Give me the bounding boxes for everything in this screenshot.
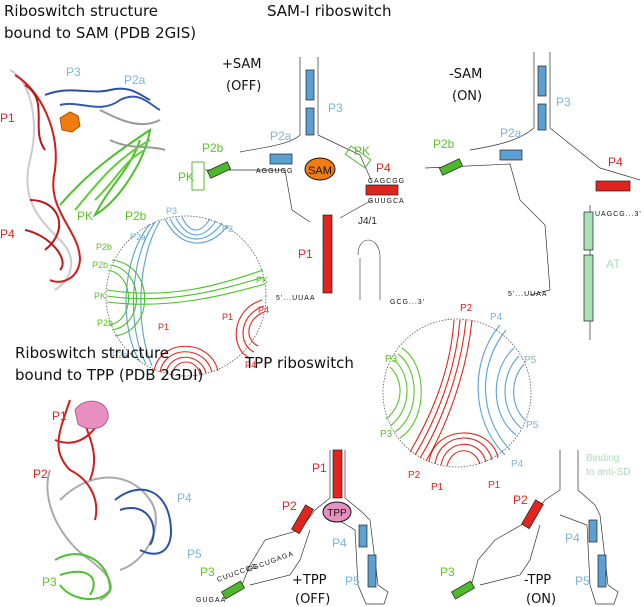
- plus-sam-status: (OFF): [226, 79, 261, 94]
- seq-uagcg: UAGCG...3': [595, 211, 642, 218]
- minus-sam-p4: P4: [608, 155, 623, 169]
- sam-diagram-title: SAM-I riboswitch: [267, 2, 392, 20]
- plus-sam-p1: P1: [298, 247, 313, 261]
- plus-tpp-p4: P4: [332, 536, 347, 550]
- seq-5prime-minus: 5'...UUAA: [508, 291, 548, 298]
- sam-arc-p4-upper: P4: [258, 305, 269, 315]
- minus-sam-status: (ON): [452, 89, 482, 104]
- minus-tpp-p2: P2: [513, 493, 528, 507]
- tpp3d-label-p1: P1: [52, 409, 67, 423]
- plus-sam-p2a: P2a: [270, 129, 292, 143]
- plus-tpp-p1: P1: [312, 461, 327, 475]
- tpp-ligand-label: TPP: [327, 508, 347, 519]
- sam-arc-p2b-bottom: P2b: [97, 318, 113, 328]
- tpp-arc-p5-top: P5: [524, 355, 537, 366]
- tpp3d-label-p5: P5: [187, 547, 202, 561]
- plus-tpp-secondary-structure: [220, 449, 389, 605]
- minus-tpp-label: -TPP: [524, 573, 551, 588]
- plus-sam-pk-right: PK: [354, 144, 370, 158]
- minus-tpp-p5: P5: [575, 574, 590, 588]
- sam3d-label-p1: P1: [0, 111, 15, 125]
- sam-arc-p2a-bottom: P2a: [112, 350, 128, 360]
- sam-ligand-ellipse: [304, 157, 336, 181]
- sam-arc-p1-right: P1: [222, 312, 233, 322]
- sam3d-label-p2a: P2a: [124, 73, 146, 87]
- plus-sam-pk-left: PK: [178, 170, 194, 184]
- sam-arc-p2b-left: P2b: [92, 260, 108, 270]
- tpp3d-label-p3: P3: [42, 575, 57, 589]
- sam-arc-pk-left: PK: [94, 291, 106, 301]
- seq-5prime: 5'...UUAA: [276, 295, 316, 302]
- tpp-arc-p4-top: P4: [490, 312, 503, 323]
- tpp-arc-p1-right: P1: [488, 480, 501, 491]
- minus-tpp-status: (ON): [526, 592, 556, 607]
- binding-annotation-2: to anti-SD: [586, 467, 630, 478]
- sam3d-label-p4: P4: [0, 227, 15, 241]
- tpp-structure-title-2: bound to TPP (PDB 2GDI): [15, 366, 203, 384]
- tpp3d-label-p2: P2: [33, 467, 48, 481]
- seq-cuucccg: CUUCCCG: [216, 563, 259, 584]
- tpp-arc-p2-top: P2: [460, 303, 473, 314]
- tpp-ligand-3d: [74, 400, 109, 429]
- sam-arc-pk-right: PK: [256, 275, 268, 285]
- sam-arc-p3-left: P3: [166, 206, 177, 216]
- plus-sam-j41: J4/1: [358, 216, 377, 227]
- plus-sam-secondary-structure: [191, 57, 399, 300]
- sam-structure-title-1: Riboswitch structure: [4, 2, 158, 20]
- minus-tpp-secondary-structure: [450, 450, 619, 605]
- plus-sam-p3: P3: [328, 101, 343, 115]
- minus-tpp-p3: P3: [440, 565, 455, 579]
- tpp-diagram-title: TPP riboswitch: [244, 354, 354, 372]
- plus-tpp-p2: P2: [282, 499, 297, 513]
- seq-gugaa: GUGAA: [196, 597, 226, 604]
- plus-sam-p2b: P2b: [202, 141, 224, 155]
- minus-sam-label: -SAM: [449, 67, 482, 82]
- seq-cagcgg: CAGCGG: [368, 178, 405, 185]
- seq-aggugg: AGGUGG: [256, 168, 294, 175]
- plus-tpp-p3: P3: [200, 565, 215, 579]
- binding-annotation-1: Binding: [586, 453, 619, 464]
- minus-sam-at: AT: [606, 257, 621, 271]
- tpp3d-label-p4: P4: [177, 491, 192, 505]
- sam3d-label-p2b: P2b: [125, 209, 147, 223]
- sam-ligand-label: SAM: [308, 165, 332, 177]
- tpp-arc-p5-bottom: P5: [526, 420, 539, 431]
- plus-sam-p4: P4: [376, 161, 391, 175]
- plus-sam-label: +SAM: [222, 57, 262, 72]
- plus-tpp-status: (OFF): [295, 592, 330, 607]
- tpp-arc-p3-top: P3: [385, 354, 398, 365]
- tpp-arc-p2-bottom: P2: [408, 470, 421, 481]
- minus-sam-secondary-structure: [424, 52, 641, 340]
- minus-sam-p2b: P2b: [433, 137, 455, 151]
- sam-3d-structure: [9, 69, 166, 291]
- sam-arc-p2b-top: P2b: [96, 242, 112, 252]
- tpp-3d-structure: [46, 399, 172, 601]
- sam-ligand-3d: [59, 111, 81, 133]
- seq-guugca: GUUGCA: [368, 198, 405, 205]
- tpp-arc-p3-bottom: P3: [380, 429, 393, 440]
- sam-arc-diagram: [105, 215, 267, 377]
- sam-arc-p4-lower: P4: [245, 360, 256, 370]
- sam-arc-p2a-top: P2a: [130, 232, 146, 242]
- seq-3prime: GCG...3': [390, 299, 425, 306]
- tpp-arc-p1-left: P1: [431, 482, 444, 493]
- sam3d-label-pk: PK: [77, 209, 93, 223]
- sam3d-label-p3: P3: [66, 65, 81, 79]
- plus-tpp-p5: P5: [345, 574, 360, 588]
- sam-structure-title-2: bound to SAM (PDB 2GIS): [4, 24, 196, 42]
- minus-sam-p2a: P2a: [500, 126, 522, 140]
- tpp-ligand-ellipse: [322, 501, 352, 523]
- tpp-arc-diagram: [382, 318, 532, 468]
- plus-tpp-label: +TPP: [292, 573, 327, 588]
- minus-sam-p3: P3: [556, 95, 571, 109]
- tpp-structure-title-1: Riboswitch structure: [15, 344, 169, 362]
- tpp-arc-p4-bottom: P4: [511, 459, 524, 470]
- sam-arc-p1-left: P1: [158, 322, 169, 332]
- sam-arc-p3-right: P3: [222, 224, 233, 234]
- minus-tpp-p4: P4: [565, 531, 580, 545]
